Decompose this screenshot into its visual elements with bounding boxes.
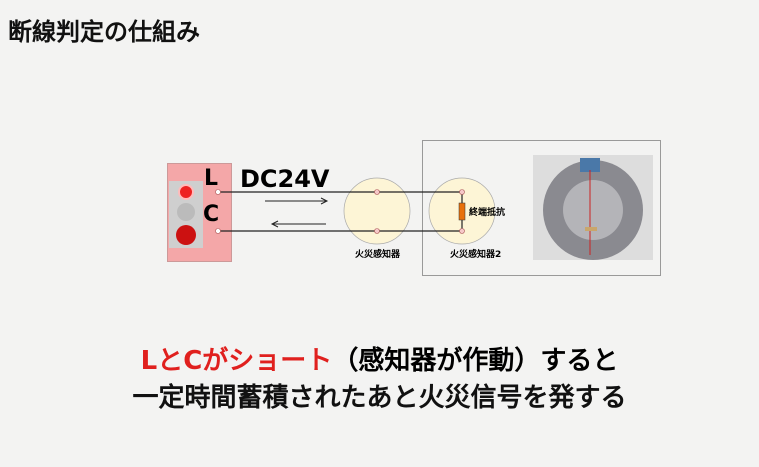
detector1-circle bbox=[343, 177, 411, 245]
detector2-label: 火災感知器2 bbox=[450, 250, 502, 260]
short-highlight: LとCがショート bbox=[140, 346, 333, 376]
page-title: 断線判定の仕組み bbox=[8, 18, 200, 46]
terminal-dot bbox=[215, 228, 221, 234]
detector-base-photo bbox=[533, 155, 653, 260]
voltage-label: DC24V bbox=[240, 165, 330, 193]
terminal-dot bbox=[374, 228, 380, 234]
terminal-dot bbox=[459, 189, 465, 195]
fire-alarm-device-image bbox=[169, 181, 203, 248]
explanation-line-2: 一定時間蓄積されたあと火災信号を発する bbox=[132, 383, 627, 413]
terminal-dot bbox=[459, 228, 465, 234]
terminal-dot bbox=[215, 189, 221, 195]
resistor-icon bbox=[458, 202, 466, 221]
detector2-box bbox=[422, 140, 661, 276]
arrow-right-icon bbox=[265, 197, 329, 205]
explanation-line-1: LとCがショート（感知器が作動）すると bbox=[0, 340, 759, 377]
resistor-label: 終端抵抗 bbox=[469, 208, 506, 218]
terminal-l-label: L bbox=[204, 166, 219, 191]
alarm-device-icon bbox=[176, 184, 196, 245]
terminal-dot bbox=[374, 189, 380, 195]
arrow-left-icon bbox=[270, 220, 326, 228]
detector-base-icon bbox=[533, 155, 653, 260]
terminal-c-label: C bbox=[203, 202, 220, 227]
explanation-line-1-rest: （感知器が作動）すると bbox=[332, 346, 619, 376]
detector1-label: 火災感知器 bbox=[355, 250, 401, 260]
